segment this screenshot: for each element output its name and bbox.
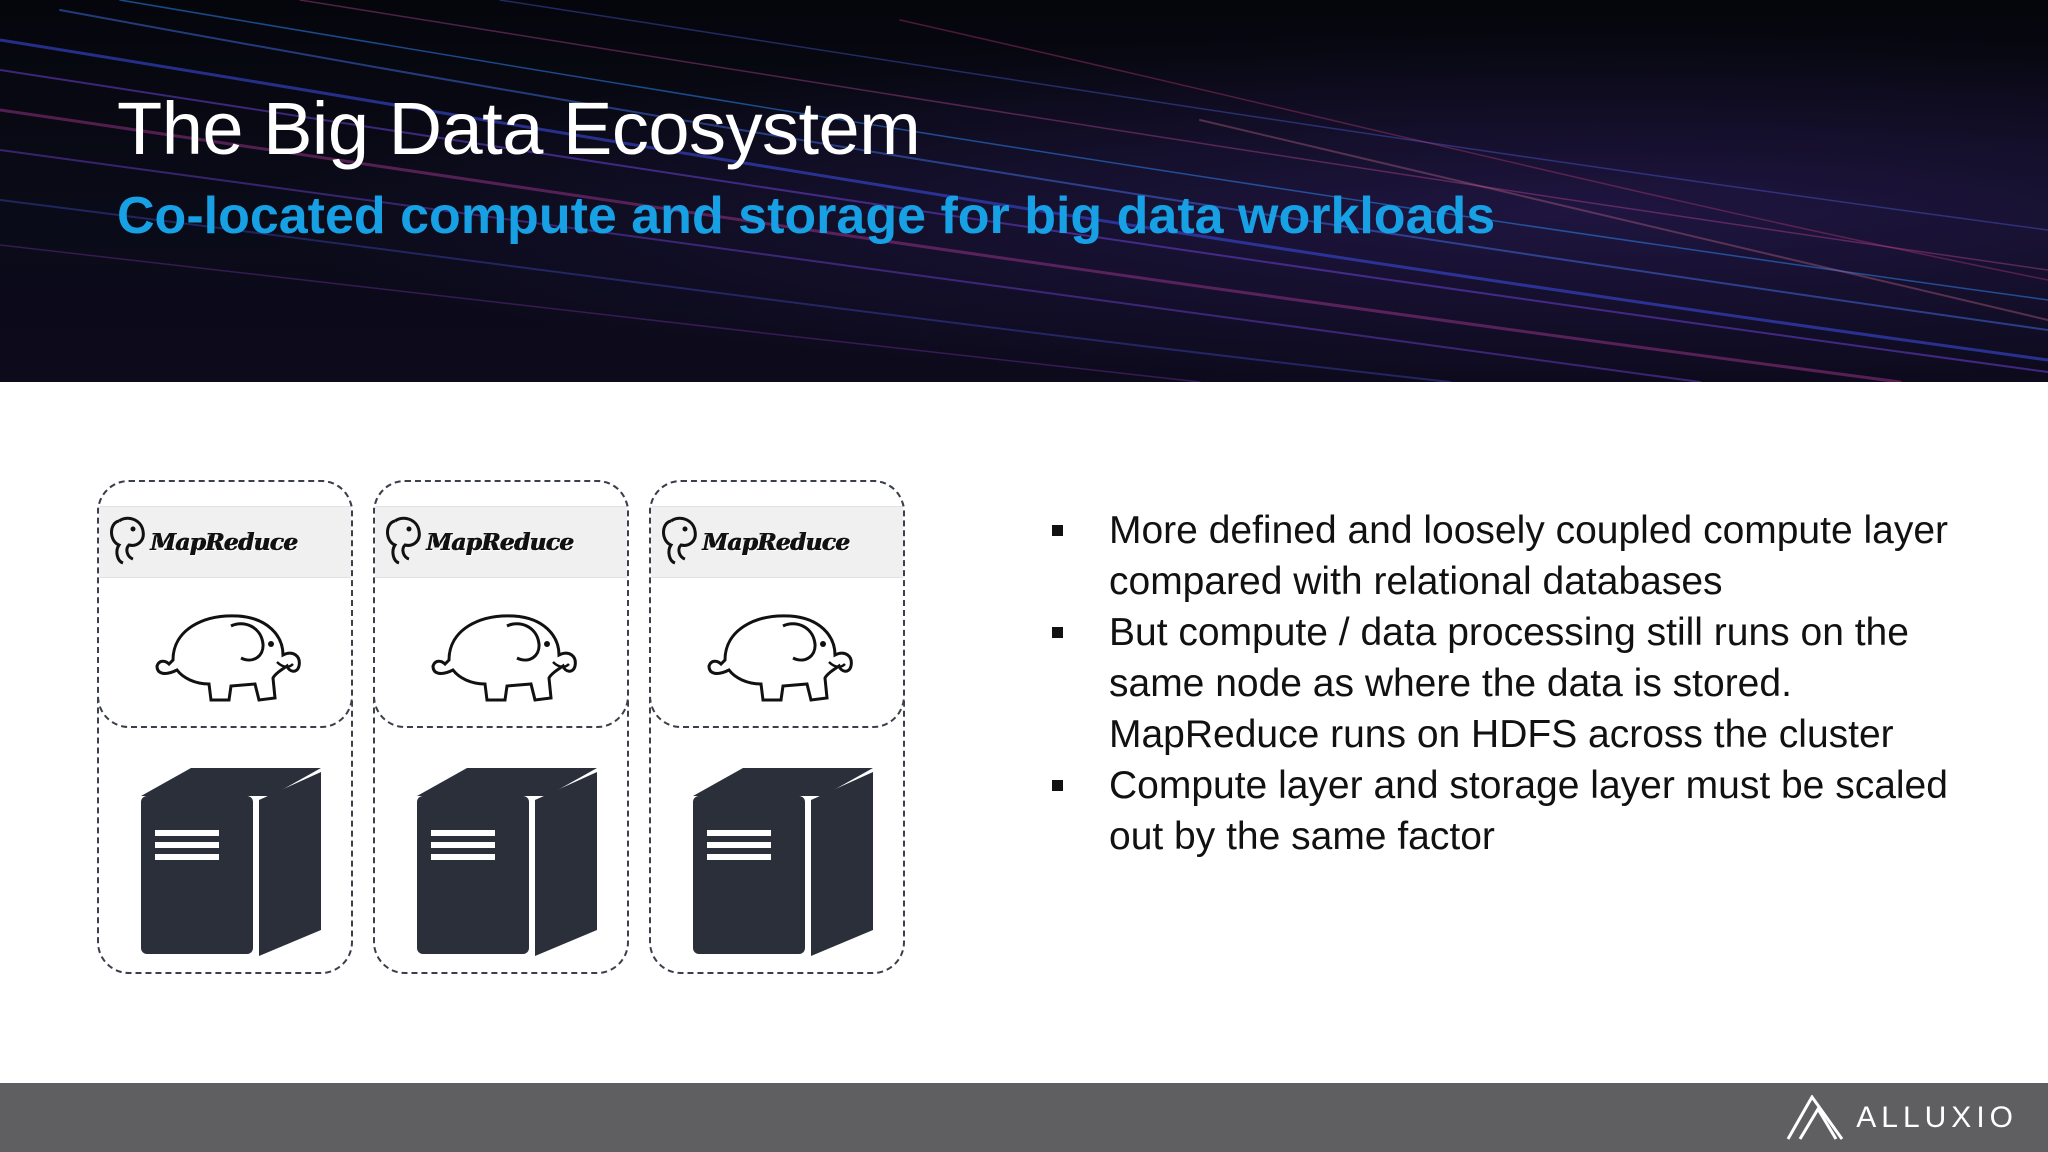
compute-layer-box: MapReduce (97, 480, 353, 728)
compute-layer-box: MapReduce (649, 480, 905, 728)
slide-title: The Big Data Ecosystem (117, 87, 921, 170)
slide-subtitle: Co-located compute and storage for big d… (117, 187, 1496, 245)
hadoop-elephant-icon (707, 614, 853, 702)
mapreduce-banner: MapReduce (651, 506, 903, 578)
hadoop-elephant-icon (431, 614, 577, 702)
square-bullet-icon (1052, 525, 1063, 536)
bullet-list: More defined and loosely coupled compute… (1052, 505, 1952, 862)
bullet-item: But compute / data processing still runs… (1052, 607, 1952, 760)
mapreduce-label: MapReduce (151, 529, 299, 556)
light-streaks-background (0, 0, 2048, 382)
server-icon (693, 768, 873, 956)
footer-bar: ALLUXIO (0, 1083, 2048, 1152)
square-bullet-icon (1052, 627, 1063, 638)
bullet-text: More defined and loosely coupled compute… (1109, 509, 1949, 603)
server-icon (417, 768, 597, 956)
alluxio-logo-icon (1786, 1095, 1844, 1140)
header-banner: The Big Data Ecosystem Co-located comput… (0, 0, 2048, 382)
server-icon (141, 768, 321, 956)
compute-layer-box: MapReduce (373, 480, 629, 728)
bullet-text: But compute / data processing still runs… (1109, 611, 1909, 756)
bullet-item: Compute layer and storage layer must be … (1052, 760, 1952, 862)
mapreduce-label: MapReduce (427, 529, 575, 556)
mapreduce-elephant-logo-icon (386, 516, 421, 565)
mapreduce-banner: MapReduce (99, 506, 351, 578)
colocated-nodes-diagram: MapReduce MapReduce (97, 480, 912, 980)
mapreduce-elephant-logo-icon (662, 516, 697, 565)
square-bullet-icon (1052, 780, 1063, 791)
mapreduce-banner: MapReduce (375, 506, 627, 578)
mapreduce-label: MapReduce (703, 529, 851, 556)
hadoop-elephant-icon (155, 614, 301, 702)
mapreduce-elephant-logo-icon (110, 516, 145, 565)
brand-name: ALLUXIO (1856, 1101, 2018, 1134)
bullet-item: More defined and loosely coupled compute… (1052, 505, 1952, 607)
alluxio-brand: ALLUXIO (1786, 1095, 2018, 1141)
bullet-text: Compute layer and storage layer must be … (1109, 764, 1948, 858)
